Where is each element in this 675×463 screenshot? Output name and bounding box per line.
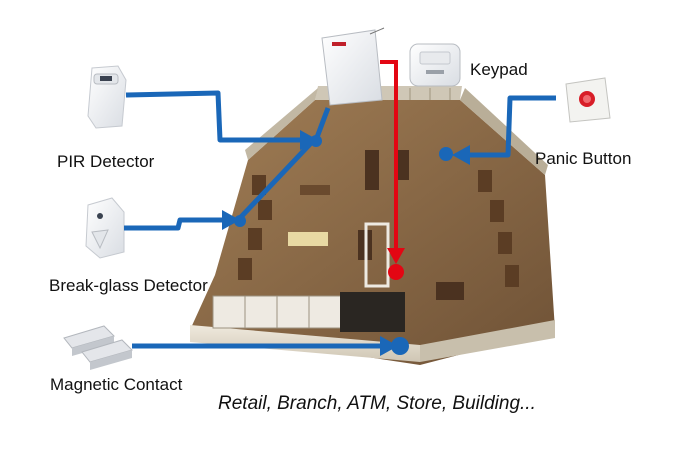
connector-lines bbox=[124, 90, 556, 349]
panic-button-icon bbox=[565, 77, 611, 123]
control-panel-icon bbox=[321, 27, 385, 106]
panel-connector-left bbox=[238, 140, 314, 220]
connector-arrowheads bbox=[222, 130, 470, 356]
panel-connector-down bbox=[313, 107, 331, 141]
store-floorplan bbox=[190, 86, 555, 365]
panic-button-label: Panic Button bbox=[535, 149, 632, 168]
center-furniture bbox=[288, 150, 464, 300]
pir-sensor-icon bbox=[87, 65, 127, 129]
right-shelves bbox=[478, 170, 519, 287]
break-glass-connector bbox=[124, 217, 222, 231]
pir-detector-label: PIR Detector bbox=[57, 152, 155, 171]
diagram-caption: Retail, Branch, ATM, Store, Building... bbox=[218, 393, 536, 414]
magnetic-contact-label: Magnetic Contact bbox=[50, 375, 183, 394]
front-right-wall bbox=[420, 320, 555, 362]
keypad-label: Keypad bbox=[470, 60, 528, 79]
magnetic-contact-icon bbox=[63, 325, 133, 370]
break-glass-sensor-icon bbox=[85, 197, 125, 259]
keypad-icon bbox=[409, 43, 461, 87]
pir-connector bbox=[125, 90, 300, 143]
left-shelves bbox=[238, 175, 272, 280]
office-partitions bbox=[212, 295, 342, 329]
right-wall bbox=[460, 88, 548, 175]
cashier-booth bbox=[340, 222, 405, 332]
connector-endpoints bbox=[234, 135, 453, 355]
panic-connector bbox=[468, 95, 556, 158]
break-glass-detector-label: Break-glass Detector bbox=[49, 276, 208, 295]
alarm-connector bbox=[380, 60, 405, 280]
